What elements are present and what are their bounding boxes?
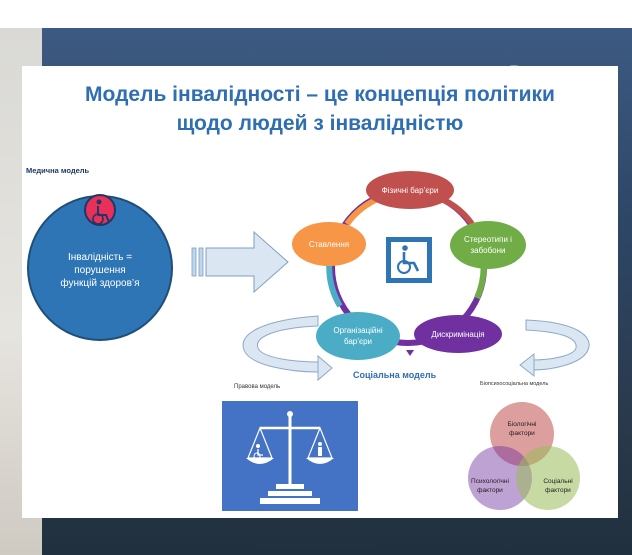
node-organizational-label-1: Організаційні [333, 326, 382, 335]
slide-title-line1: Модель інвалідності – це концепція політ… [85, 83, 555, 106]
scales-icon [222, 401, 358, 511]
venn-bio-label-2: фактори [509, 430, 535, 437]
medical-circle-text-1: Інвалідність = [68, 252, 132, 263]
biopsychosocial-model-label: Біопсихосоціальна модель [480, 381, 549, 387]
presentation-slide: Модель інвалідності – це концепція політ… [22, 66, 618, 518]
medical-circle-text-3: функцій здоров’я [60, 277, 139, 289]
venn-soc-label-2: фактори [545, 487, 571, 494]
node-physical-barriers [366, 171, 454, 209]
node-stereotypes-label-1: Стереотипи і [464, 235, 512, 244]
venn-psy-label-2: фактори [477, 487, 503, 494]
node-discrimination [414, 315, 502, 353]
background-top-bar [0, 0, 632, 28]
venn-psy-label-1: Психологічні [471, 477, 509, 485]
curved-arrow-left-icon [242, 315, 333, 382]
node-stereotypes-label-2: забобони [470, 246, 505, 255]
wheelchair-icon [84, 194, 116, 226]
arrow-right-icon [191, 230, 289, 294]
node-discrimination-label: Дискримінація [431, 330, 484, 339]
node-attitude-label: Ставлення [309, 240, 349, 249]
wheelchair-icon [386, 237, 432, 283]
medical-model-label: Медична модель [26, 166, 90, 175]
curved-arrow-right-icon [519, 319, 590, 378]
venn-psychological [468, 446, 532, 510]
node-organizational-label-2: бар’єри [344, 337, 372, 346]
node-stereotypes [450, 221, 526, 269]
venn-bio-label-1: Біологічні [508, 420, 537, 428]
node-organizational-barriers [316, 312, 400, 360]
medical-circle-text-2: порушення [74, 265, 125, 276]
venn-diagram [468, 402, 580, 510]
slide-diagram: Інвалідність = порушення функцій здоров’… [27, 171, 590, 511]
social-model-label: Соціальна модель [353, 370, 437, 380]
legal-model-label: Правова модель [234, 384, 281, 390]
slide-title-line2: щодо людей з інвалідністю [176, 112, 464, 135]
venn-soc-label-1: Соціальні [543, 477, 572, 485]
venn-social [516, 446, 580, 510]
node-physical-label: Фізичні бар’єри [382, 186, 439, 195]
node-attitude [292, 222, 366, 266]
